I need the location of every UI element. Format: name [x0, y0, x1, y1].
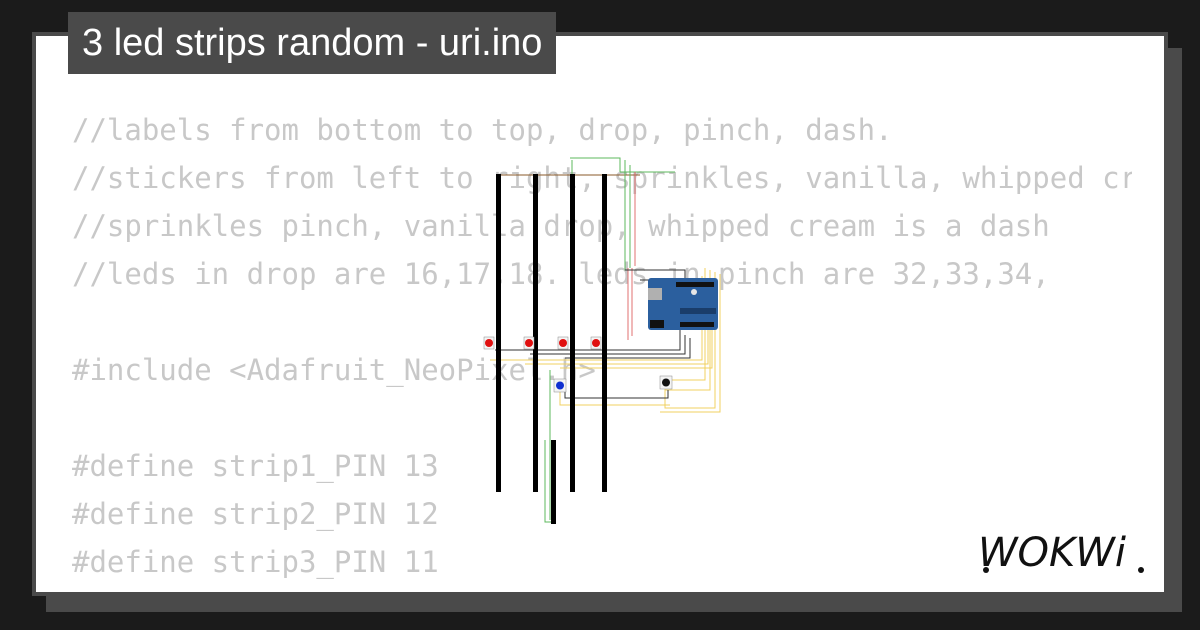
- code-line: #define strip1_PIN 13: [72, 449, 439, 483]
- led-strips: [496, 174, 607, 524]
- code-line: //sprinkles pinch, vanilla drop, whipped…: [72, 209, 1050, 243]
- code-line: #define strip3_PIN 11: [72, 545, 439, 579]
- code-line: //labels from bottom to top, drop, pinch…: [72, 113, 893, 147]
- led-strip: [602, 174, 607, 492]
- project-title: 3 led strips random - uri.ino: [68, 12, 557, 74]
- push-buttons: [553, 375, 673, 393]
- led-strip: [551, 440, 556, 524]
- led-strip: [570, 174, 575, 492]
- code-line: #define strip4_PIN 10: [72, 586, 1132, 592]
- led-indicators: [483, 336, 602, 350]
- led-strip: [496, 174, 501, 492]
- code-line: //stickers from left to right, sprinkles…: [72, 161, 1132, 195]
- code-line: #define strip2_PIN 12: [72, 497, 439, 531]
- led-strip: [533, 174, 538, 492]
- wokwi-logo: WOKWi: [978, 530, 1144, 576]
- svg-text:WOKWi: WOKWi: [978, 530, 1126, 576]
- circuit-diagram: [483, 157, 721, 524]
- arduino-board: [648, 278, 718, 330]
